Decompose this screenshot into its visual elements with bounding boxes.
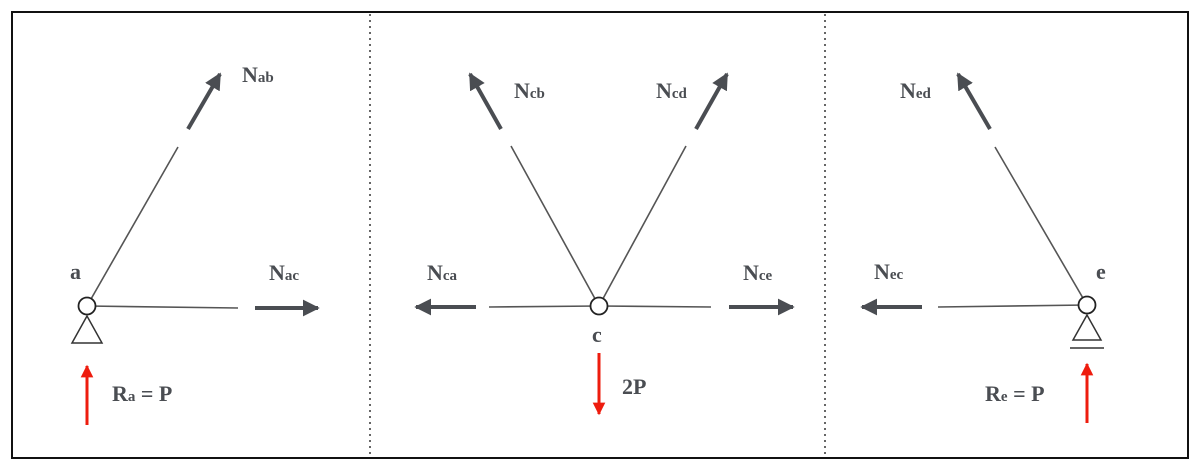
member-ec bbox=[937, 304, 1088, 308]
joint-c-panel: c Ncb Ncd Nca Nce 2P bbox=[414, 72, 795, 416]
member-ca bbox=[488, 305, 600, 308]
label-ned: Ned bbox=[900, 78, 932, 103]
label-ncd: Ncd bbox=[656, 78, 688, 103]
force-arrow-ncd bbox=[694, 72, 729, 130]
joint-e-label: e bbox=[1096, 259, 1106, 284]
label-nce: Nce bbox=[743, 260, 773, 285]
joint-a-node bbox=[77, 296, 97, 316]
label-nca: Nca bbox=[427, 260, 458, 285]
force-arrow-ncb bbox=[468, 72, 503, 130]
member-ab bbox=[86, 146, 179, 307]
member-ce bbox=[598, 305, 712, 308]
joint-c-node bbox=[589, 296, 609, 316]
member-ac bbox=[86, 305, 239, 309]
figure-frame bbox=[11, 11, 1189, 459]
pin-support-a bbox=[70, 314, 104, 344]
force-arrow-ned bbox=[956, 72, 992, 131]
label-reaction-a: Ra = P bbox=[112, 381, 172, 406]
label-nac: Nac bbox=[269, 260, 299, 285]
force-arrow-nab bbox=[186, 72, 222, 131]
member-cd bbox=[598, 145, 687, 307]
roller-support-e bbox=[1071, 313, 1103, 341]
member-ed bbox=[994, 146, 1088, 306]
joint-e-node bbox=[1077, 295, 1097, 315]
joint-a-panel: a Nab Nac Ra = P bbox=[70, 62, 320, 425]
label-ncb: Ncb bbox=[514, 78, 545, 103]
joint-c-label: c bbox=[592, 322, 602, 347]
label-reaction-e: Re = P bbox=[985, 381, 1045, 406]
member-cb bbox=[510, 145, 600, 307]
joint-e-panel: e Ned Nec Re = P bbox=[860, 72, 1106, 423]
label-nab: Nab bbox=[242, 62, 274, 87]
joint-a-label: a bbox=[70, 259, 81, 284]
label-load-2p: 2P bbox=[622, 374, 646, 399]
label-nec: Nec bbox=[874, 259, 904, 284]
